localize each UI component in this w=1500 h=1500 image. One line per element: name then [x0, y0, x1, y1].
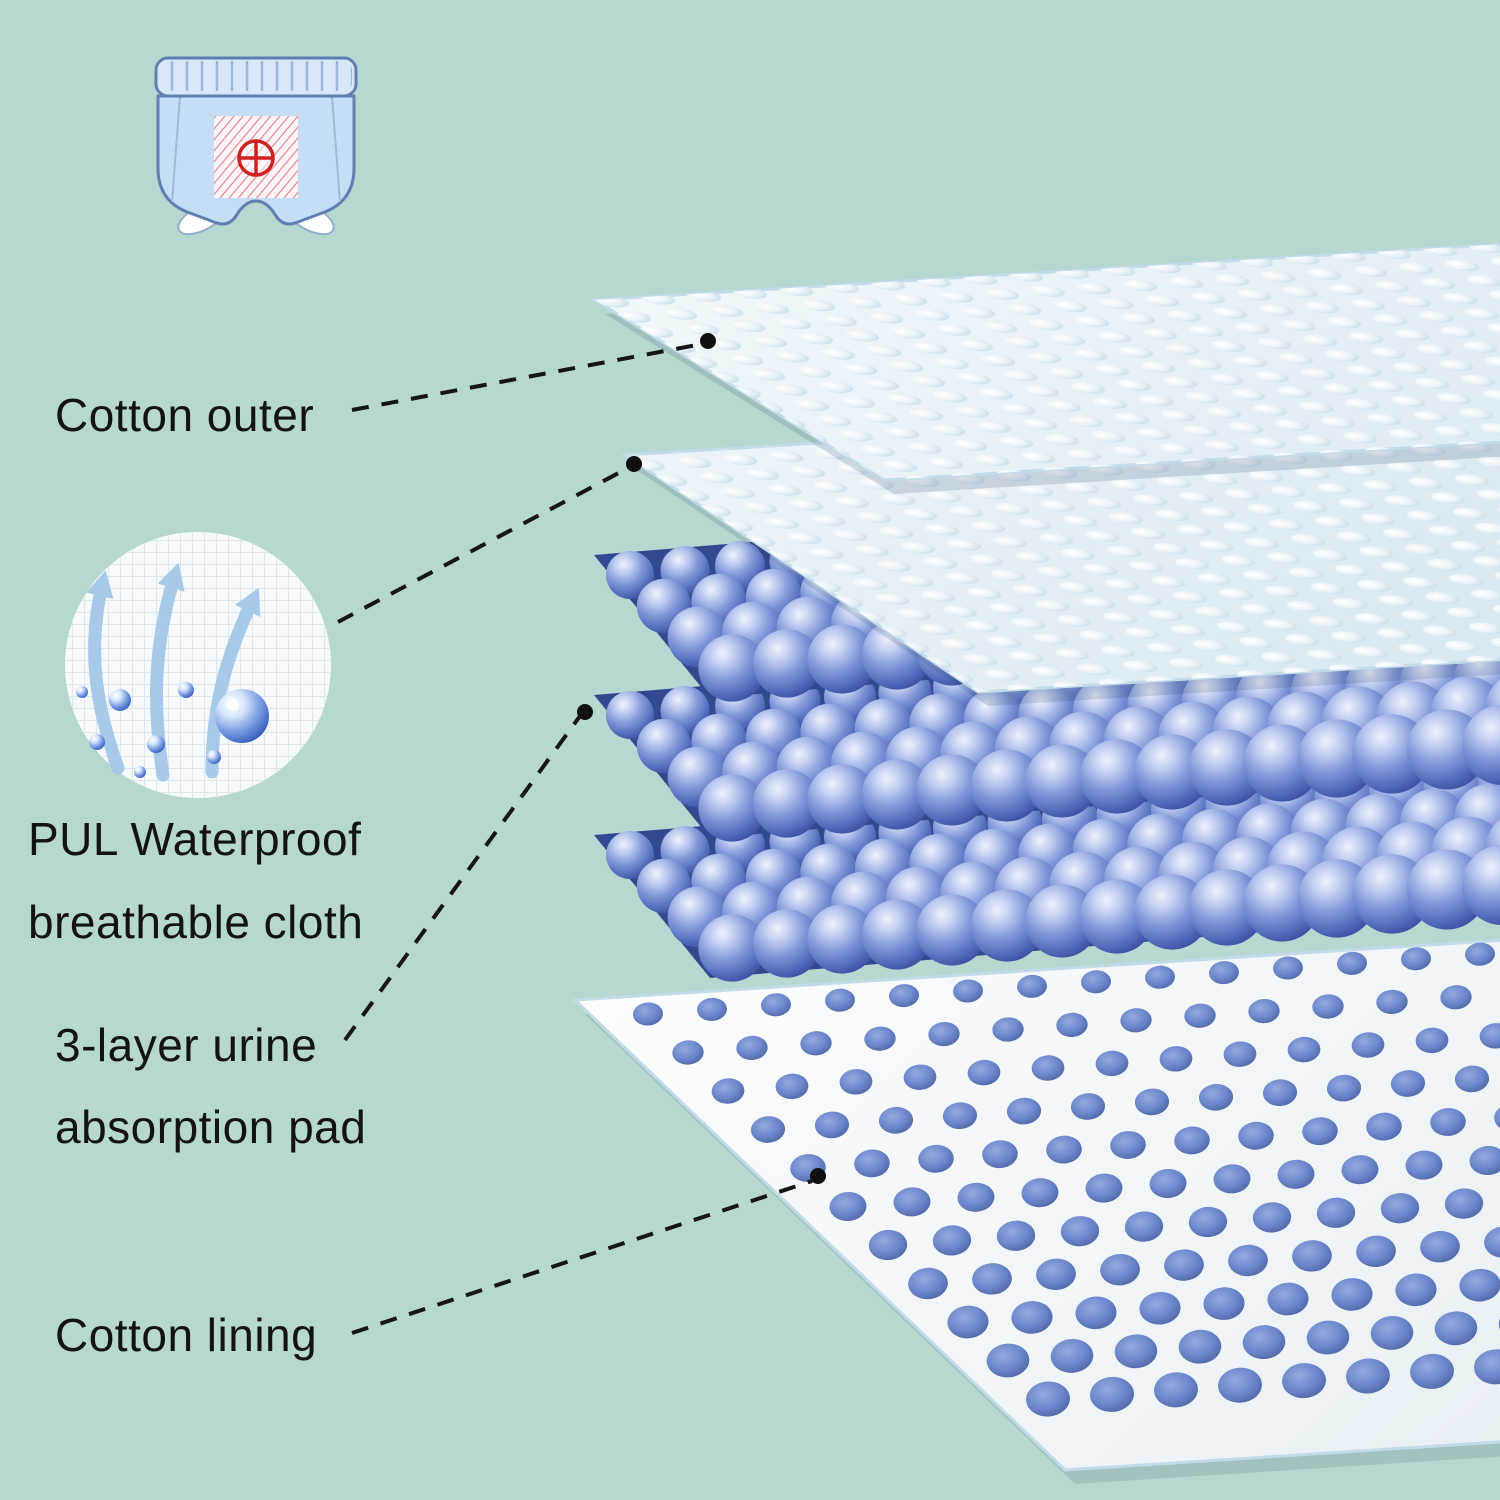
label-cotton-lining: Cotton lining — [55, 1309, 318, 1361]
lining-perforation-holes — [633, 942, 1500, 1417]
training-pants-icon — [154, 56, 358, 236]
leader-dot-pul — [626, 456, 642, 472]
leader-line-pul — [337, 466, 629, 624]
label-absorption-line2: absorption pad — [55, 1101, 367, 1153]
label-absorption-line1: 3-layer urine — [55, 1019, 318, 1071]
bead-layer — [594, 752, 1500, 982]
cotton-outer-layer — [590, 242, 1500, 494]
leader-line-lining — [351, 1179, 813, 1335]
leader-dot-lining — [810, 1168, 826, 1184]
label-pul-line2: breathable cloth — [28, 896, 364, 948]
leader-line-absorption — [343, 714, 582, 1042]
label-pul-line1: PUL Waterproof — [28, 813, 362, 865]
leader-dot-absorption — [577, 704, 593, 720]
cotton-lining-layer — [571, 938, 1500, 1484]
breathable-fabric-icon — [65, 532, 331, 798]
red-cross-marker-icon — [237, 139, 275, 177]
pul-layer — [620, 399, 1500, 706]
leader-dot-cotton-outer — [700, 333, 716, 349]
water-droplets-icon — [76, 682, 269, 778]
label-cotton-outer: Cotton outer — [55, 389, 315, 441]
leader-line-cotton-outer — [351, 342, 703, 412]
